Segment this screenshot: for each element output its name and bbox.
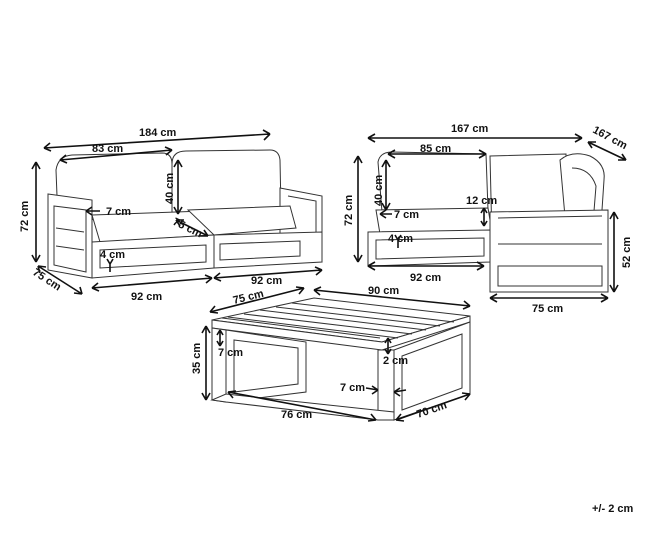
label-table-top-thickness: 2 cm <box>383 355 408 367</box>
dim-corner-arm-offset <box>480 207 488 227</box>
sofa-left-armrest <box>47 193 93 279</box>
dim-table-frame-thickness <box>216 329 224 347</box>
sofa-drawing: 184 cm 83 cm 72 cm 40 cm 7 cm 75 cm 4 cm… <box>19 127 323 303</box>
label-table-height: 35 cm <box>191 343 203 374</box>
dim-table-width <box>313 286 471 310</box>
dim-sofa-module-right <box>213 266 323 282</box>
dim-sofa-arm-thickness <box>85 206 100 216</box>
dim-sofa-depth <box>37 265 83 295</box>
label-table-leg-width: 7 cm <box>340 382 365 394</box>
dim-corner-arm-height <box>609 211 619 293</box>
label-sofa-width: 184 cm <box>139 127 177 139</box>
tolerance-note: +/- 2 cm <box>592 503 633 515</box>
label-sofa-module-right: 92 cm <box>251 275 282 287</box>
label-corner-width: 167 cm <box>451 123 489 135</box>
dim-sofa-leg-gap <box>106 258 114 272</box>
label-corner-module-depth: 75 cm <box>532 303 563 315</box>
dim-corner-back-height <box>381 159 391 211</box>
corner-back-cushion <box>377 151 489 213</box>
dim-table-length <box>227 390 377 422</box>
label-table-depth-top: 75 cm <box>232 288 265 307</box>
dim-table-depth-top <box>209 286 305 314</box>
dim-sofa-width <box>43 129 271 152</box>
label-sofa-back-height: 40 cm <box>164 173 176 204</box>
dim-table-top-thickness <box>384 337 392 355</box>
dim-sofa-cushion-depth <box>175 219 209 237</box>
label-corner-seat-width: 85 cm <box>420 143 451 155</box>
dim-corner-width <box>367 133 583 143</box>
label-corner-leg-gap: 4 cm <box>388 233 413 245</box>
table-slats <box>221 302 455 339</box>
label-corner-back-height: 40 cm <box>373 175 385 206</box>
sofa-right-back-cushion <box>171 149 282 215</box>
label-table-length: 76 cm <box>281 409 312 421</box>
dim-table-leg-width <box>365 385 407 397</box>
dim-table-height <box>201 325 211 401</box>
coffee-table-drawing: 75 cm 90 cm 35 cm 7 cm 2 cm 7 cm 76 cm 7… <box>191 285 471 422</box>
corner-left-base <box>367 229 491 267</box>
label-sofa-seat-width: 83 cm <box>92 143 123 155</box>
label-sofa-leg-gap: 4 cm <box>100 249 125 261</box>
label-table-frame-thickness: 7 cm <box>218 347 243 359</box>
dim-sofa-seat-width <box>59 146 173 164</box>
sofa-right-seat-cushion <box>186 205 297 236</box>
dim-corner-module-width <box>367 261 485 271</box>
label-corner-depth: 167 cm <box>591 124 630 152</box>
label-sofa-module-left: 92 cm <box>131 291 162 303</box>
label-sofa-arm-thickness: 7 cm <box>106 206 131 218</box>
label-corner-height: 72 cm <box>343 195 355 226</box>
dim-corner-arm-thickness <box>379 209 392 219</box>
label-sofa-height: 72 cm <box>19 201 31 232</box>
dim-corner-height <box>353 155 363 263</box>
label-corner-module-width: 92 cm <box>410 272 441 284</box>
dim-sofa-height <box>31 161 41 263</box>
label-corner-arm-height: 52 cm <box>621 237 633 268</box>
corner-right-base <box>489 209 609 293</box>
table-left-leg <box>211 327 227 403</box>
label-corner-arm-thickness: 7 cm <box>394 209 419 221</box>
dim-corner-depth <box>587 141 627 161</box>
dim-corner-leg-gap <box>394 234 402 248</box>
dim-sofa-back-height <box>173 159 183 215</box>
dim-corner-module-depth <box>489 293 609 303</box>
label-corner-arm-offset: 12 cm <box>466 195 497 207</box>
dim-table-depth <box>395 392 471 422</box>
dim-corner-seat-width <box>387 149 487 159</box>
dim-sofa-module-left <box>91 274 213 292</box>
label-table-width: 90 cm <box>368 285 399 297</box>
